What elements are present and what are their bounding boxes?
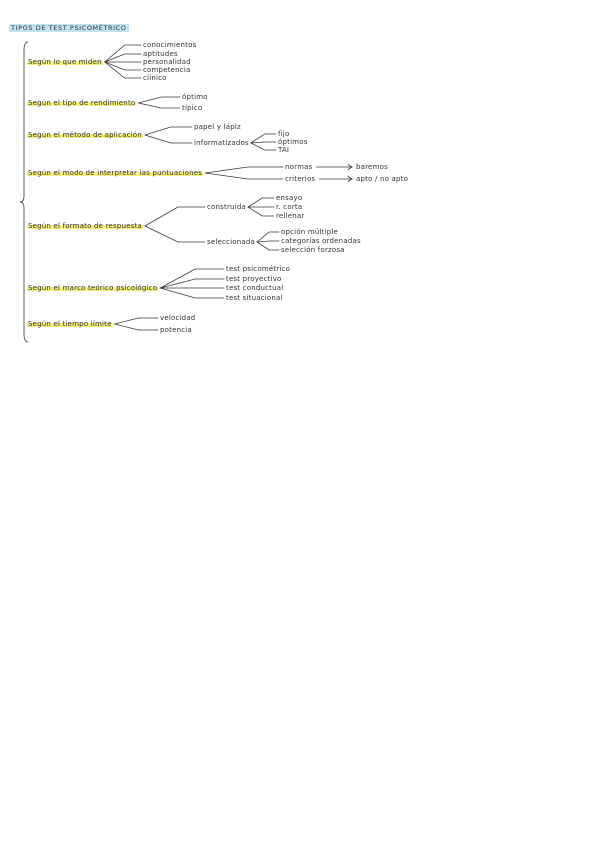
- g2-connector-1: [144, 134, 193, 144]
- g0-connector-4: [104, 61, 142, 79]
- leaf-optimos: óptimos: [278, 138, 308, 146]
- arrow-criterios-apto-head: [347, 176, 353, 182]
- node-seleccionada: seleccionada: [207, 238, 255, 246]
- leaf-test-conductual: test conductual: [226, 284, 284, 292]
- g4-connector-0: [144, 206, 206, 227]
- leaf-velocidad: velocidad: [160, 314, 196, 322]
- node-normas: normas: [285, 163, 313, 171]
- g1-connector-0: [137, 96, 181, 104]
- leaf-tai: TAI: [278, 146, 290, 154]
- g5-connector-0: [159, 268, 225, 289]
- g4a-connector-2: [247, 206, 275, 217]
- category-lo-que-miden: Según lo que miden: [27, 58, 103, 66]
- leaf-categorias-ordenadas: categorías ordenadas: [281, 237, 361, 245]
- leaf-test-psicometrico: test psicométrico: [226, 265, 291, 273]
- leaf-fijo: fijo: [278, 130, 290, 138]
- category-marco-teorico: Según el marco teórico psicológico: [27, 284, 159, 292]
- leaf-test-situacional: test situacional: [226, 294, 283, 302]
- leaf-opcion-multiple: opción múltiple: [281, 228, 339, 236]
- g2b-connector-2: [250, 142, 277, 151]
- g2-connector-0: [144, 126, 193, 136]
- diagram-title: TIPOS DE TEST PSICOMÉTRICO: [9, 24, 129, 32]
- g3-connector-1: [204, 172, 284, 180]
- category-tiempo-limite: Según el tiempo límite: [27, 320, 113, 328]
- leaf-competencia: competencia: [143, 66, 191, 74]
- g2b-connector-0: [250, 133, 277, 144]
- g6-connector-0: [114, 317, 159, 325]
- leaf-seleccion-forzosa: selección forzosa: [281, 246, 345, 254]
- node-criterios: criterios: [285, 175, 316, 183]
- leaf-rellenar: rellenar: [276, 212, 305, 220]
- g4b-connector-0: [256, 231, 280, 243]
- leaf-ensayo: ensayo: [276, 194, 303, 202]
- g4b-connector-2: [256, 241, 280, 251]
- arrow-normas-baremos-head: [347, 164, 353, 170]
- leaf-tipico: típico: [182, 104, 203, 112]
- main-brace: [19, 41, 29, 343]
- g4a-connector-0: [247, 197, 275, 208]
- leaf-aptitudes: aptitudes: [143, 50, 178, 58]
- result-apto-no-apto: apto / no apto: [356, 175, 409, 183]
- g4b-connector-1: [256, 240, 280, 243]
- leaf-clinico: clínico: [143, 74, 167, 82]
- node-construida: construida: [207, 203, 246, 211]
- result-baremos: baremos: [356, 163, 388, 171]
- g0-connector-3: [104, 61, 142, 71]
- g2b-connector-1: [250, 141, 277, 144]
- leaf-potencia: potencia: [160, 326, 192, 334]
- g5-connector-1: [159, 278, 225, 289]
- leaf-conocimientos: conocimientos: [143, 41, 197, 49]
- leaf-papel-lapiz: papel y lápiz: [194, 123, 241, 131]
- category-tipo-rendimiento: Según el tipo de rendimiento: [27, 99, 137, 107]
- leaf-test-proyectivo: test proyectivo: [226, 275, 282, 283]
- g0-connector-1: [104, 53, 142, 63]
- leaf-r-corta: r. corta: [276, 203, 303, 211]
- g5-connector-3: [159, 287, 225, 299]
- g6-connector-1: [114, 323, 159, 331]
- g1-connector-1: [137, 102, 181, 109]
- category-metodo-aplicacion: Según el método de aplicación: [27, 131, 143, 139]
- category-formato-respuesta: Según el formato de respuesta: [27, 222, 143, 230]
- leaf-optimo: óptimo: [182, 93, 208, 101]
- g4-connector-1: [144, 225, 206, 243]
- g0-connector-0: [104, 44, 142, 63]
- g3-connector-0: [204, 166, 284, 174]
- node-informatizados: informatizados: [194, 139, 249, 147]
- category-modo-interpretar: Según el modo de interpretar las puntuac…: [27, 169, 204, 177]
- leaf-personalidad: personalidad: [143, 58, 191, 66]
